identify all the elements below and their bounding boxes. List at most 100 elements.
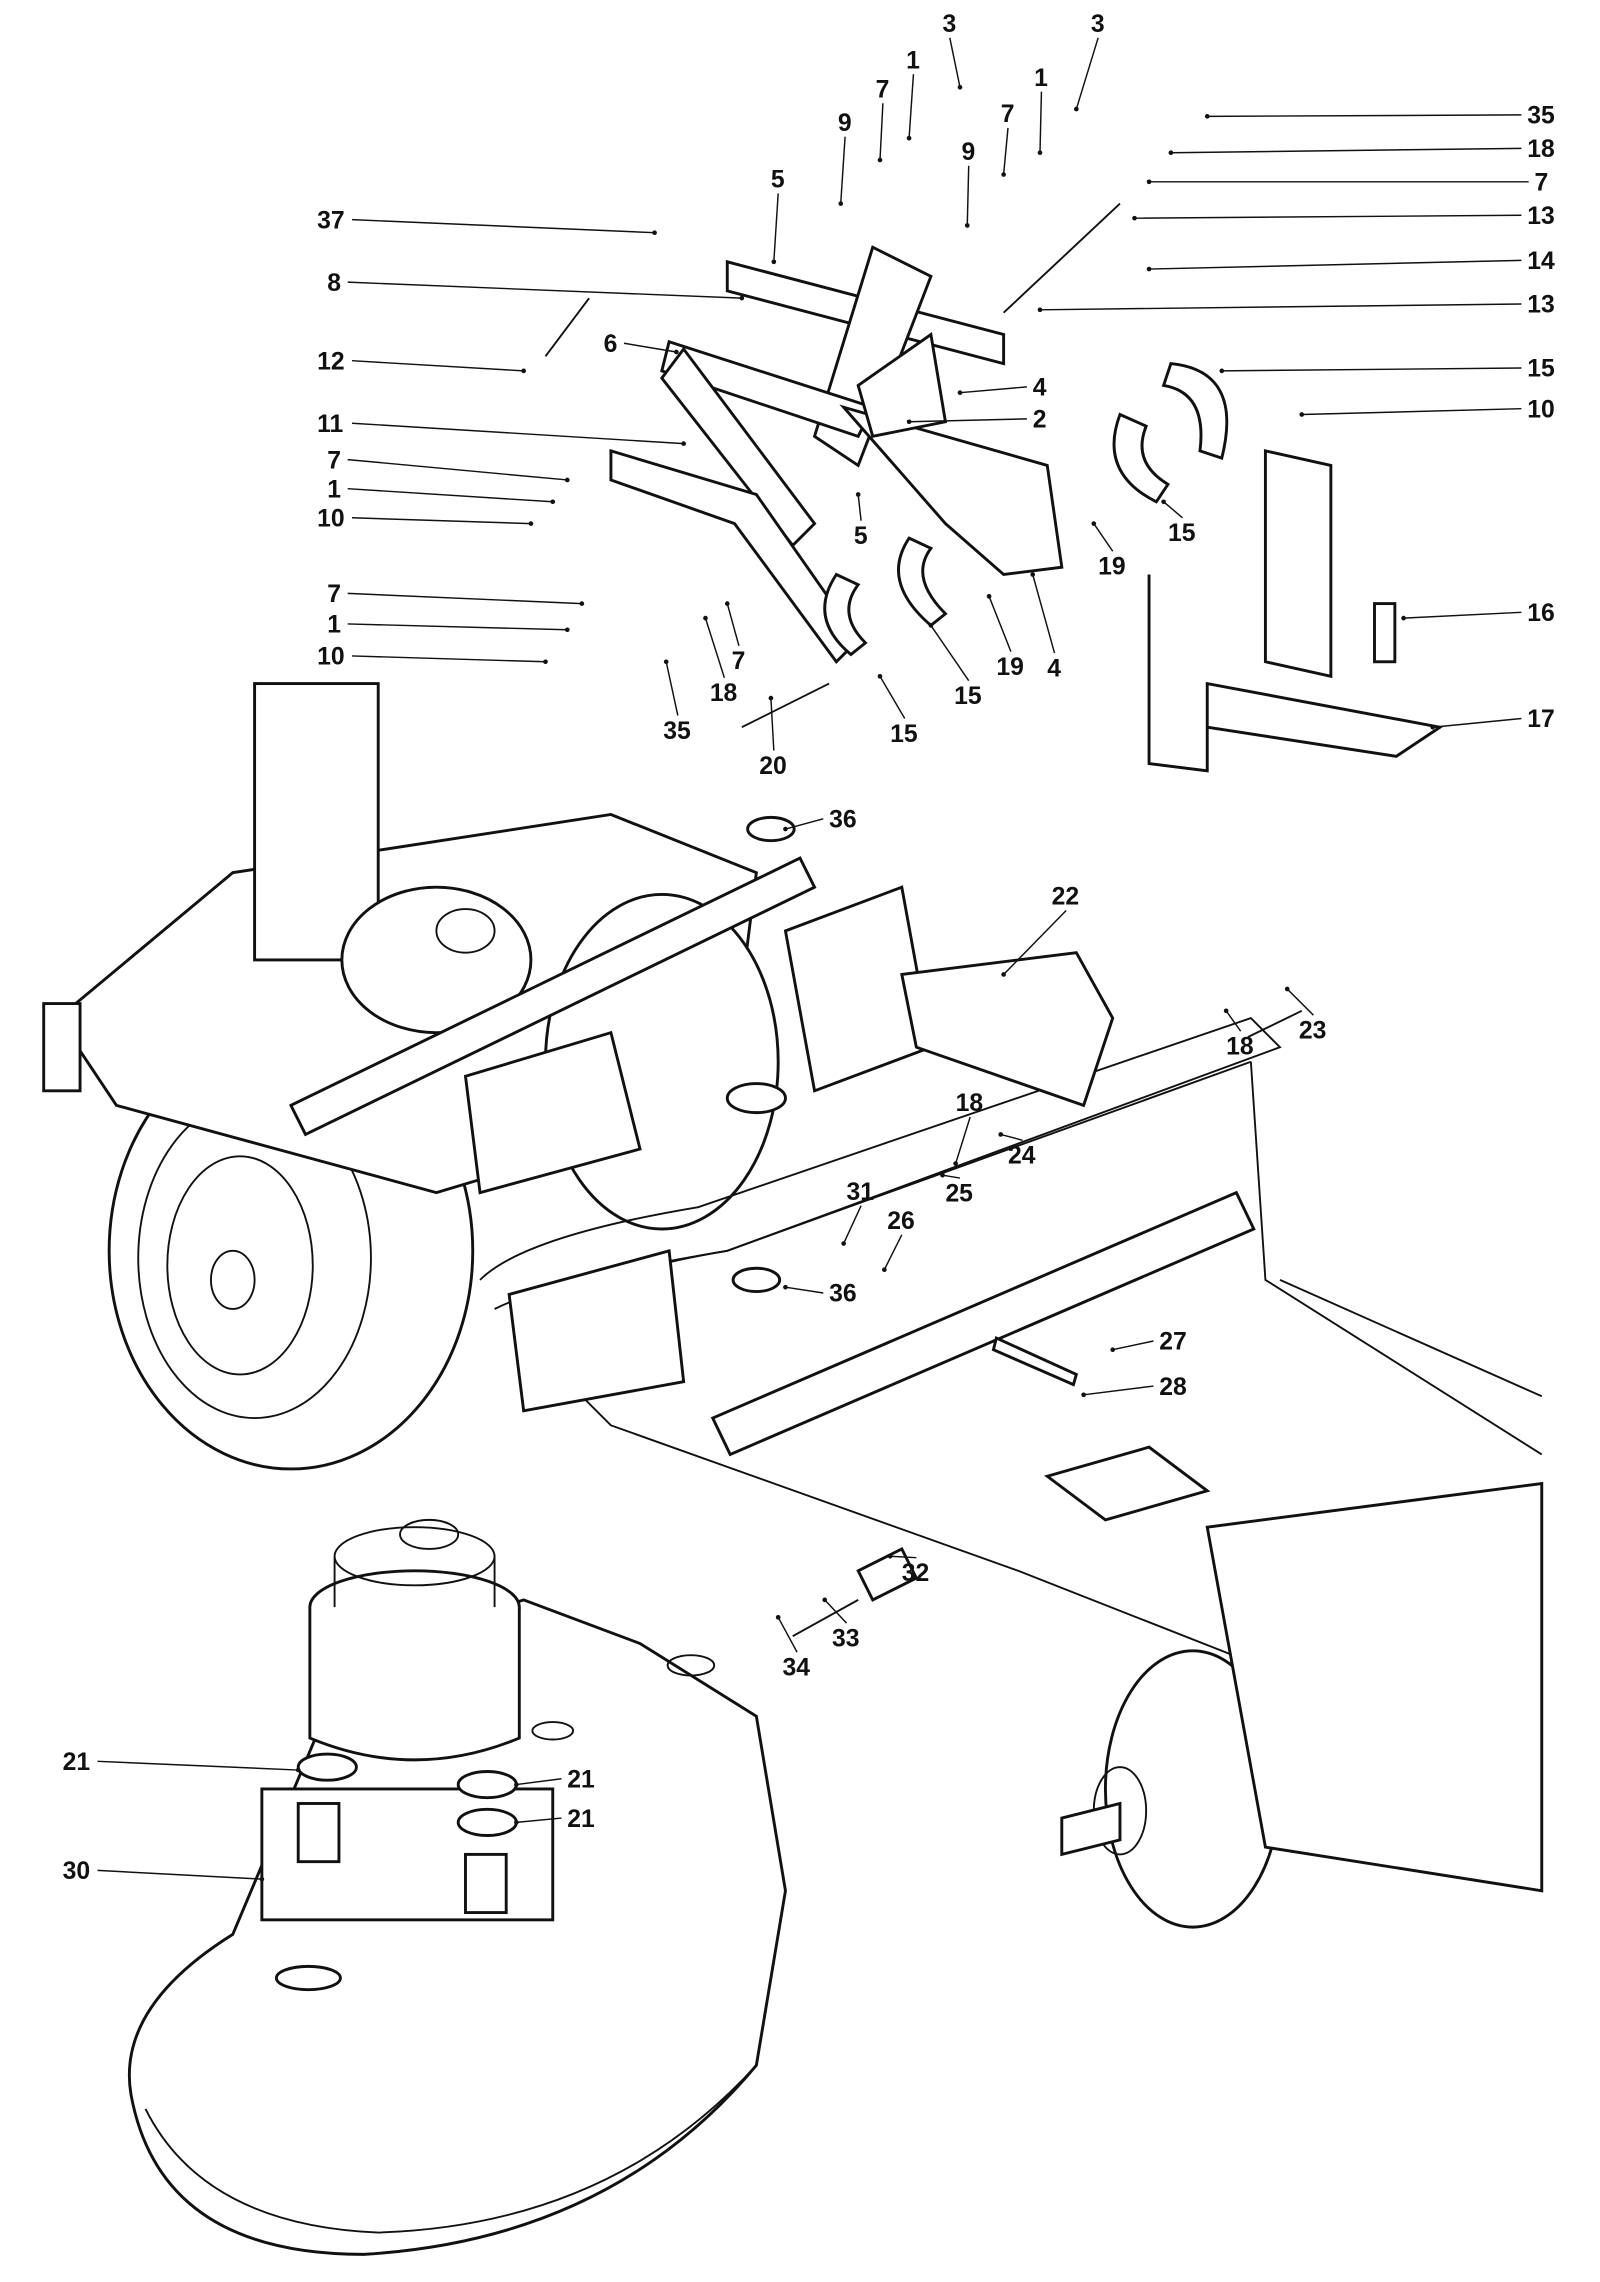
callout-24: 24 [1008, 1143, 1036, 1170]
leader-dot [550, 499, 556, 505]
leader-dot [1223, 1008, 1229, 1014]
leader-line [1403, 611, 1522, 619]
leader-dot [906, 419, 912, 425]
leader-line [704, 617, 726, 678]
leader-dot [514, 1782, 519, 1787]
callout-12: 12 [317, 348, 345, 375]
leader-dot [1299, 412, 1305, 417]
callout-5: 5 [854, 523, 868, 550]
leader-dot [564, 477, 570, 483]
leader-dot [564, 627, 570, 633]
leader-dot [514, 1820, 519, 1825]
callout-1: 1 [906, 47, 920, 74]
leader-line [959, 386, 1027, 394]
callout-18: 18 [1527, 136, 1554, 163]
leader-line [1149, 259, 1522, 270]
leader-line [1039, 303, 1522, 311]
leader-line [930, 624, 970, 682]
callout-13: 13 [1527, 292, 1554, 319]
callout-9: 9 [838, 110, 852, 137]
callout-4: 4 [1033, 375, 1047, 402]
leader-dot [1146, 179, 1152, 185]
leader-line [785, 1286, 824, 1294]
leader-line [97, 1869, 262, 1880]
callout-1: 1 [327, 612, 341, 639]
leader-line [351, 359, 524, 372]
leader-dot [1091, 521, 1097, 526]
leader-dot [882, 1267, 887, 1273]
leader-dot [724, 601, 730, 606]
leader-dot [838, 201, 844, 206]
leader-dot [1401, 615, 1406, 621]
callout-18: 18 [1226, 1033, 1254, 1060]
callout-2: 2 [1033, 407, 1047, 434]
leader-dot [521, 368, 526, 374]
callout-21: 21 [63, 1749, 91, 1776]
leader-dot [674, 349, 679, 355]
callout-14: 14 [1527, 248, 1555, 275]
leader-line [1221, 367, 1522, 372]
chassis-frame [463, 885, 1543, 1761]
callout-19: 19 [996, 654, 1024, 681]
leader-dot [783, 1284, 788, 1290]
leader-dot [957, 390, 963, 396]
leader-line [516, 1817, 562, 1824]
callout-8: 8 [327, 270, 341, 297]
leader-dot [887, 1553, 893, 1559]
leader-dot [1430, 724, 1436, 730]
leader-line [1301, 407, 1522, 416]
leader-line [770, 698, 775, 751]
leader-line [1039, 91, 1043, 153]
leader-line [1207, 114, 1522, 118]
callout-7: 7 [327, 581, 341, 608]
leader-line [347, 592, 582, 605]
leader-dot [877, 673, 883, 679]
callout-3: 3 [1091, 11, 1105, 38]
callout-5: 5 [771, 167, 785, 194]
leader-dot [906, 135, 912, 141]
leader-dot [771, 259, 777, 265]
leader-dot [579, 601, 585, 606]
leader-dot [775, 1614, 781, 1620]
callout-7: 7 [876, 76, 890, 103]
leader-dot [1110, 1347, 1116, 1353]
leader-line [1002, 127, 1009, 175]
leader-dot [768, 695, 774, 701]
callout-27: 27 [1159, 1329, 1187, 1356]
callout-32: 32 [902, 1560, 930, 1587]
leader-line [890, 1555, 917, 1559]
callout-15: 15 [890, 721, 918, 748]
leader-line [352, 517, 531, 525]
callout-4: 4 [1047, 655, 1061, 682]
callout-34: 34 [783, 1655, 811, 1682]
leader-dot [1284, 986, 1290, 992]
leader-line [1083, 1385, 1154, 1396]
leader-line [347, 487, 553, 503]
leader-line [909, 418, 1027, 423]
lift-bracket-assembly [544, 202, 1444, 1638]
leader-dot [998, 1132, 1004, 1137]
leader-dot [739, 295, 745, 301]
leader-dot [822, 1597, 828, 1603]
leader-dot [543, 659, 548, 665]
callout-25: 25 [945, 1180, 973, 1207]
callout-17: 17 [1527, 706, 1554, 733]
leader-dot [528, 521, 534, 526]
callout-10: 10 [1527, 396, 1554, 423]
callout-6: 6 [604, 331, 618, 358]
callout-35: 35 [663, 718, 691, 745]
leader-line [347, 623, 568, 631]
callout-33: 33 [832, 1625, 860, 1652]
leader-dot [877, 157, 883, 163]
leader-dot [928, 623, 934, 628]
leader-line [1032, 574, 1056, 654]
leader-line [988, 596, 1012, 652]
leader-line [352, 218, 655, 234]
callout-21: 21 [567, 1806, 595, 1833]
leader-line [785, 818, 824, 830]
leader-dot [1037, 150, 1043, 156]
callout-16: 16 [1527, 600, 1554, 627]
callout-18: 18 [956, 1090, 984, 1117]
